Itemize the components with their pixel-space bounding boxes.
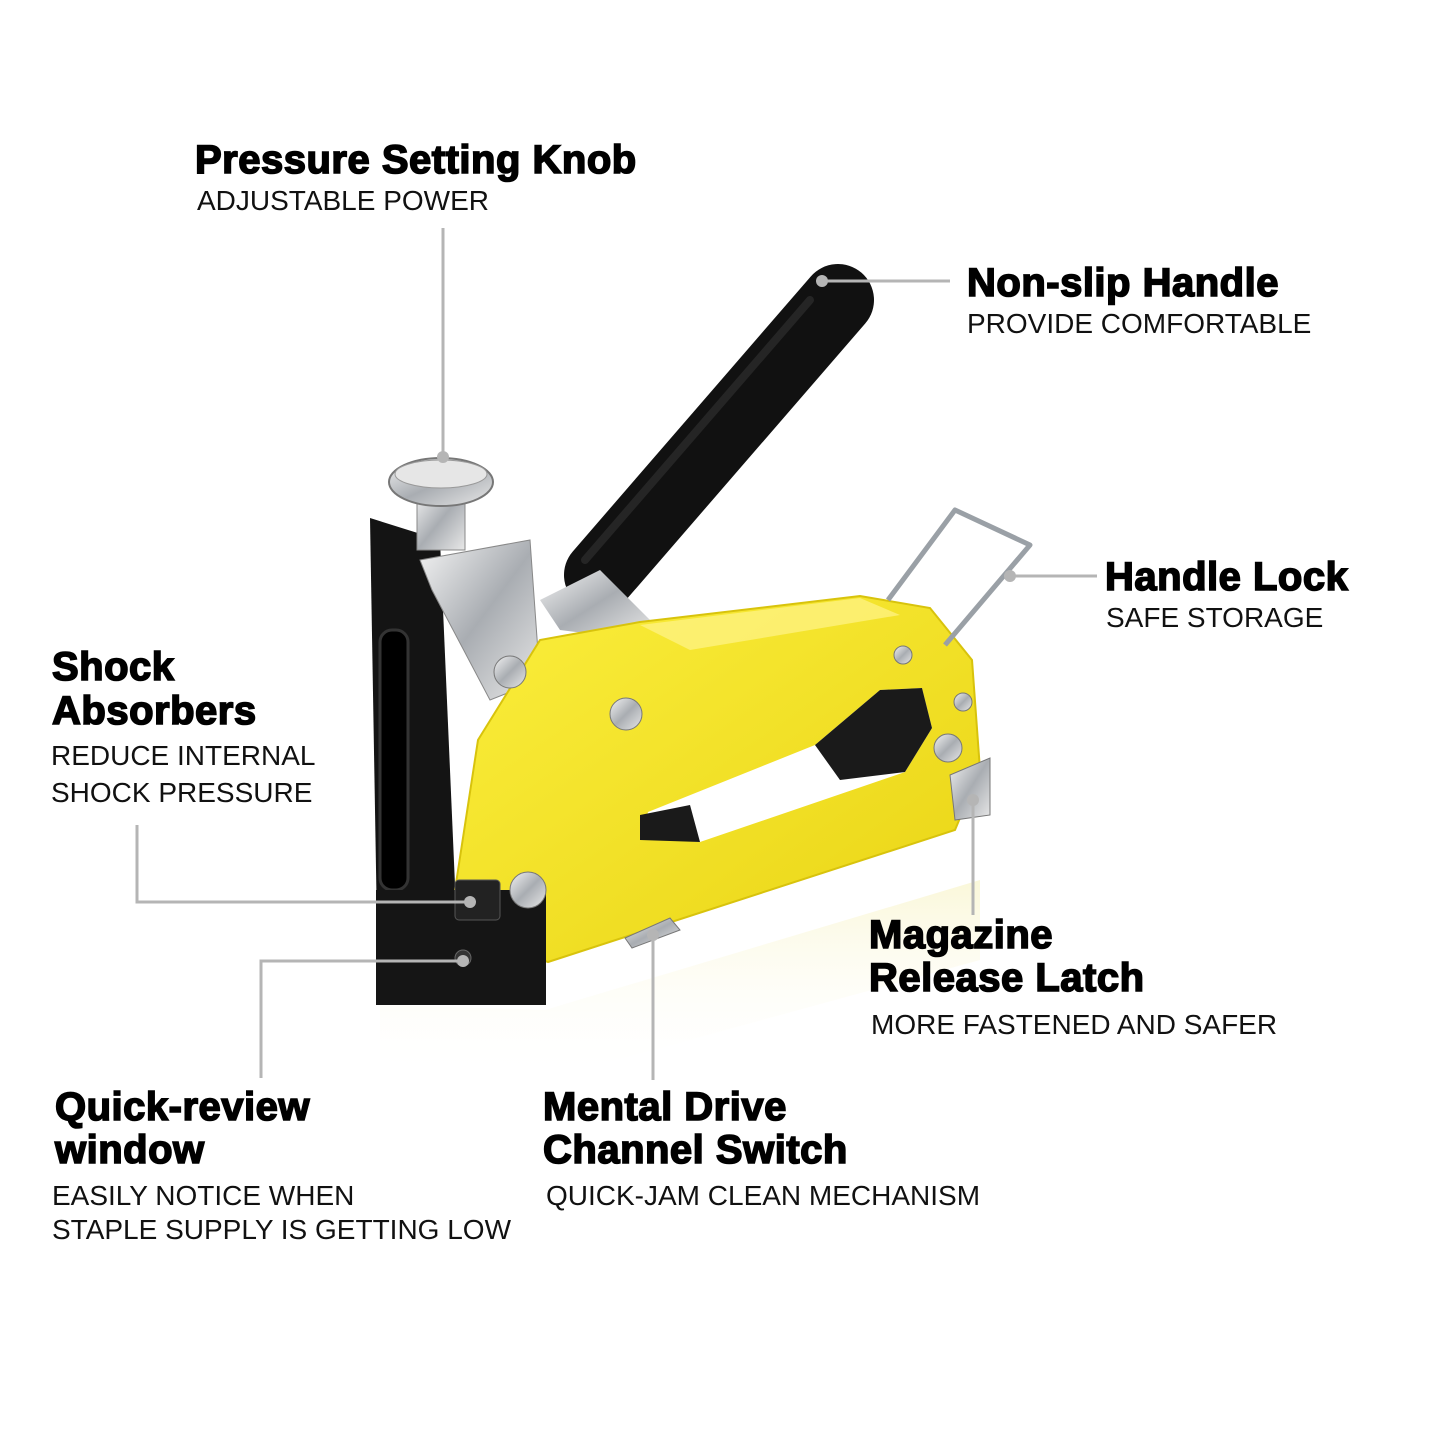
magazine-title-line1: Magazine: [868, 912, 1054, 958]
channel-title-line2: Channel Switch: [542, 1127, 848, 1173]
leader-dot: [967, 794, 979, 806]
shock-title-line2: Absorbers: [51, 688, 257, 734]
shock-title-line1: Shock: [51, 644, 175, 690]
chrome-linkage: [540, 570, 650, 640]
body-highlight: [640, 598, 900, 650]
shock-absorber: [454, 879, 501, 921]
opening-rear-pad: [815, 688, 932, 780]
window-subtitle-line2: STAPLE SUPPLY IS GETTING LOW: [52, 1214, 512, 1245]
leader-dot: [816, 275, 828, 287]
channel-title-line1: Mental Drive: [542, 1084, 787, 1130]
handle-lock-subtitle: SAFE STORAGE: [1106, 602, 1324, 633]
shock-subtitle-line1: REDUCE INTERNAL: [51, 740, 316, 771]
window-subtitle-line1: EASILY NOTICE WHEN: [52, 1180, 355, 1211]
reflection: [380, 880, 980, 1080]
pressure-knob-subtitle: ADJUSTABLE POWER: [197, 185, 489, 216]
pressure-knob-title: Pressure Setting Knob: [194, 137, 637, 183]
window-title-line1: Quick-review: [54, 1084, 311, 1130]
magazine-title-line2: Release Latch: [868, 955, 1145, 1001]
rivet: [509, 871, 547, 909]
rivets: [493, 645, 973, 909]
rivet: [493, 655, 527, 689]
handle-subtitle: PROVIDE COMFORTABLE: [967, 308, 1312, 339]
leader-dot: [437, 451, 449, 463]
rivet: [609, 697, 643, 731]
handle-title: Non-slip Handle: [966, 260, 1279, 306]
leader-dots: [437, 275, 1016, 967]
non-slip-handle: [564, 264, 874, 611]
leader-line-window: [259, 959, 463, 1078]
handle-lock-wire: [885, 507, 1033, 647]
pressure-knob-top: [394, 459, 488, 489]
handle-highlight: [581, 296, 814, 564]
opening-front-pad: [640, 805, 700, 842]
magazine-release-latch: [949, 757, 991, 821]
leader-line-shock: [135, 825, 470, 904]
handle-lock-title: Handle Lock: [1104, 554, 1349, 600]
rivet: [893, 645, 913, 665]
window-title-line2: window: [54, 1127, 205, 1173]
leader-lines: [135, 228, 1097, 1080]
leader-dot: [647, 929, 659, 941]
channel-subtitle: QUICK-JAM CLEAN MECHANISM: [546, 1180, 981, 1211]
rivet: [933, 733, 963, 763]
rivet: [953, 692, 973, 712]
leader-dot: [1004, 570, 1016, 582]
magazine-subtitle: MORE FASTENED AND SAFER: [871, 1009, 1278, 1040]
leader-dot: [457, 955, 469, 967]
front-plate-slot: [378, 628, 410, 892]
shock-subtitle-line2: SHOCK PRESSURE: [51, 777, 313, 808]
leader-dot: [464, 896, 476, 908]
